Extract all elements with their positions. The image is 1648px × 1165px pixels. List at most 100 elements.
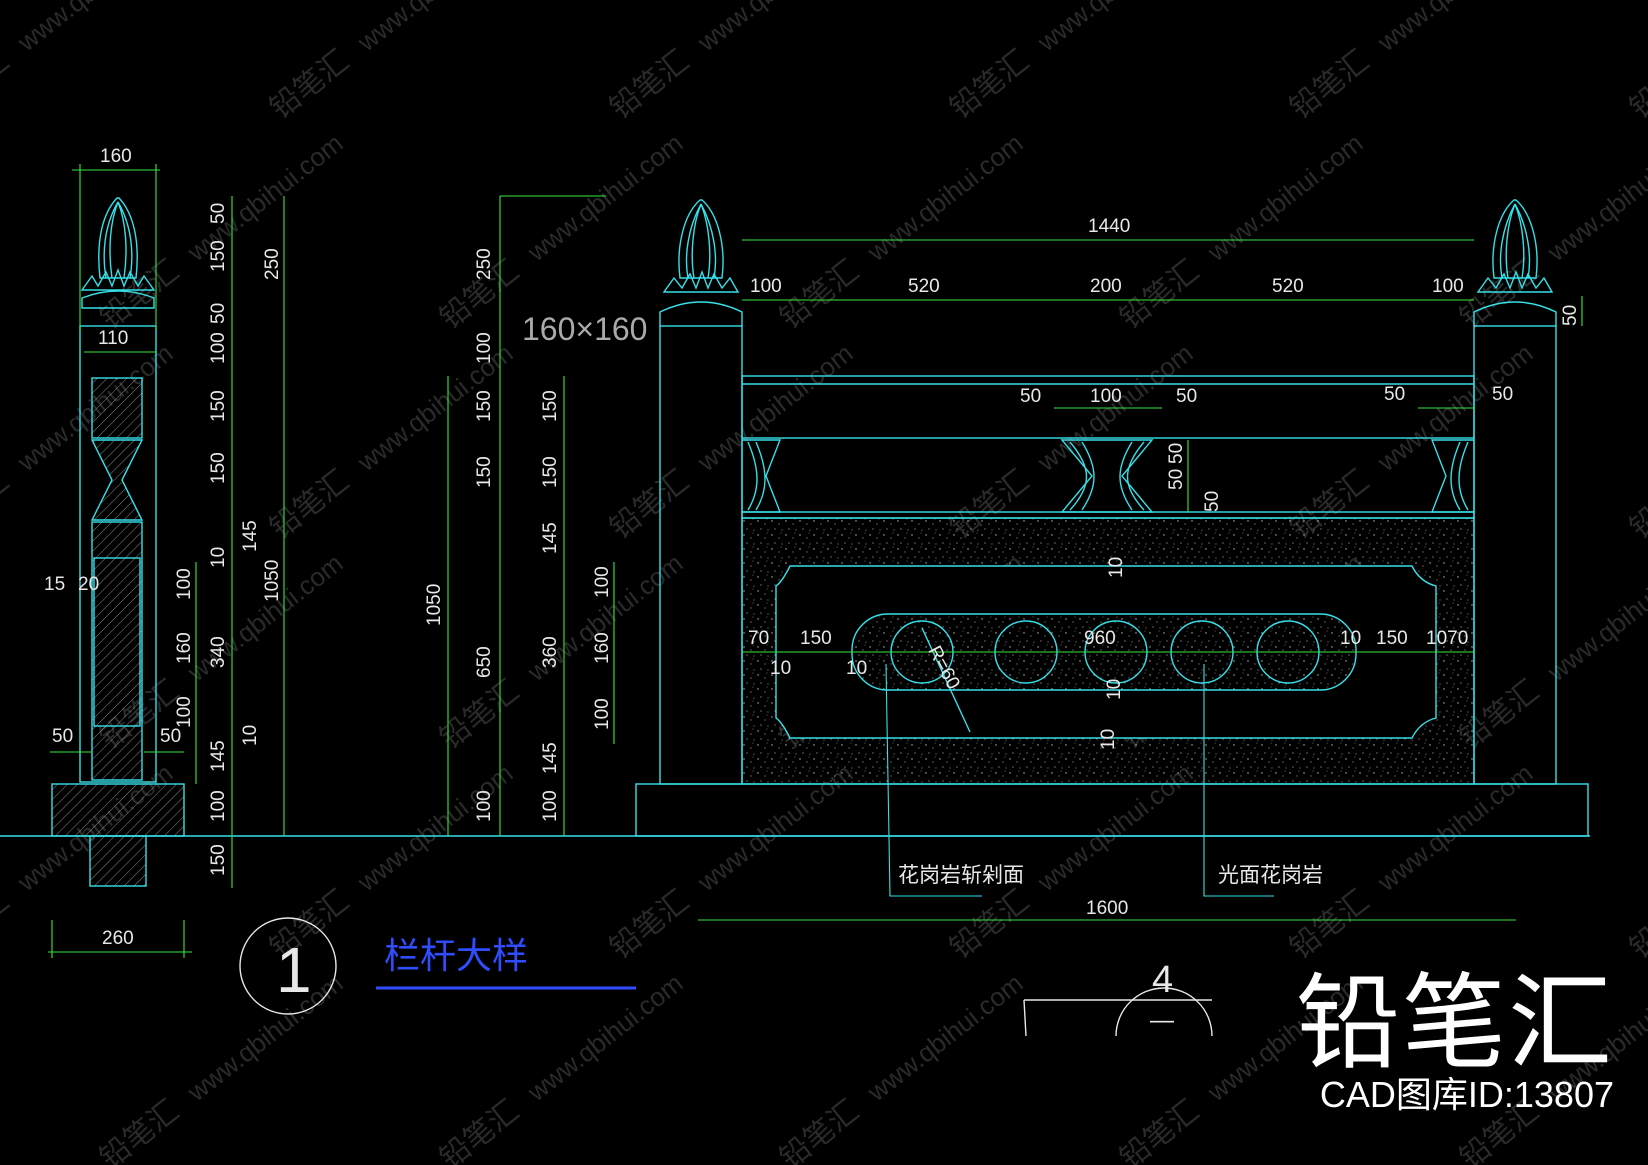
dim-sb-0: 250 bbox=[262, 248, 283, 280]
elevation-view bbox=[635, 199, 1589, 837]
watermark-brand: 铅笔汇 bbox=[0, 43, 16, 126]
dim-eb-2: 145 bbox=[540, 522, 561, 554]
watermark-url: www.qbihui.com bbox=[181, 128, 348, 268]
dim-ec-0: 100 bbox=[592, 566, 613, 598]
section-base bbox=[51, 783, 185, 837]
section-chain-b: 250 145 1050 bbox=[240, 248, 283, 602]
dim-flower-4: 50 bbox=[1492, 384, 1513, 405]
watermark-brand: 铅笔汇 bbox=[263, 43, 355, 126]
dim-sa-1: 150 bbox=[208, 240, 229, 272]
dim-flower-0: 50 bbox=[1020, 386, 1041, 407]
watermark-url: www.qbihui.com bbox=[1371, 0, 1538, 58]
dim-panel-5: 1070 bbox=[1426, 628, 1468, 649]
dim-flower-2: 50 bbox=[1176, 386, 1197, 407]
watermark-brand: 铅笔汇 bbox=[433, 673, 525, 756]
watermark-brand: 铅笔汇 bbox=[1623, 43, 1648, 126]
dim-inner-length: 1440 bbox=[1088, 216, 1130, 237]
label-polished-granite: 光面花岗岩 bbox=[1218, 863, 1323, 887]
section-footing bbox=[89, 835, 147, 887]
watermark-brand: 铅笔汇 bbox=[0, 883, 16, 966]
dim-panel-1: 150 bbox=[800, 628, 832, 649]
dim-fh-2: 50 bbox=[1202, 491, 1223, 512]
dim-section-left-b: 20 bbox=[78, 574, 99, 595]
dim-elevation-overall: 1050 bbox=[424, 584, 445, 626]
dim-si-1: 160 bbox=[174, 632, 195, 664]
dim-panel-small-0: 10 bbox=[770, 658, 791, 679]
watermark-brand: 铅笔汇 bbox=[93, 1093, 185, 1165]
label-texture-granite: 花岗岩斩剁面 bbox=[898, 863, 1024, 887]
watermark-url: www.qbihui.com bbox=[691, 0, 858, 58]
dim-sa-9: 145 bbox=[208, 740, 229, 772]
watermark-brand: 铅笔汇 bbox=[1623, 883, 1648, 966]
dim-ea-0: 250 bbox=[474, 248, 495, 280]
elevation-chain-a: 250 100 150 150 650 100 bbox=[474, 248, 495, 822]
watermark-brand: 铅笔汇 bbox=[93, 253, 185, 336]
dimension-text: 160 110 260 15 20 50 50 50 150 50 100 15… bbox=[44, 146, 1581, 949]
dim-section-shaft: 110 bbox=[98, 328, 128, 349]
watermark-brand: 铅笔汇 bbox=[433, 1093, 525, 1165]
dim-offset-0: 10 bbox=[1106, 557, 1127, 578]
dim-sa-6: 10 bbox=[208, 547, 229, 568]
watermark-url: www.qbihui.com bbox=[861, 968, 1028, 1108]
watermark-brand: 铅笔汇 bbox=[1113, 253, 1205, 336]
dim-eb-3: 360 bbox=[540, 636, 561, 668]
dim-section-foot-right: 50 bbox=[160, 726, 181, 747]
dim-ea-5: 100 bbox=[474, 790, 495, 822]
finial-right bbox=[1476, 199, 1554, 293]
dim-sa-5: 150 bbox=[208, 452, 229, 484]
dim-eb-0: 150 bbox=[540, 390, 561, 422]
section-shaft-outline bbox=[79, 325, 157, 783]
section-rail-top bbox=[91, 377, 143, 439]
mid-rail bbox=[741, 511, 1475, 519]
watermark-url: www.qbihui.com bbox=[1541, 128, 1648, 268]
dimension-lines bbox=[48, 164, 1583, 958]
watermark-url: www.qbihui.com bbox=[691, 338, 858, 478]
dim-rail-2: 200 bbox=[1090, 276, 1122, 297]
dim-ea-2: 150 bbox=[474, 390, 495, 422]
top-rail bbox=[741, 375, 1475, 439]
dim-eb-1: 150 bbox=[540, 456, 561, 488]
dim-offset-2: 10 bbox=[1098, 729, 1119, 750]
dim-panel-3: 10 bbox=[1340, 628, 1361, 649]
dim-si-2: 100 bbox=[174, 696, 195, 728]
dim-sa-11: 150 bbox=[208, 844, 229, 876]
watermark-url: www.qbihui.com bbox=[181, 968, 348, 1108]
dim-rail-3: 520 bbox=[1272, 276, 1304, 297]
dim-eb-4: 145 bbox=[540, 742, 561, 774]
finial-left bbox=[662, 199, 740, 293]
dim-section-top: 160 bbox=[100, 146, 132, 167]
watermark-url: www.qbihui.com bbox=[1541, 548, 1648, 688]
dim-total-length: 1600 bbox=[1086, 898, 1128, 919]
post-cap-left bbox=[659, 301, 743, 326]
detail-title: 栏杆大样 bbox=[384, 936, 528, 977]
watermark-brand: 铅笔汇 bbox=[603, 883, 695, 966]
watermark-brand: 铅笔汇 bbox=[1283, 883, 1375, 966]
watermark-brand: 铅笔汇 bbox=[603, 43, 695, 126]
dim-ec-1: 160 bbox=[592, 632, 613, 664]
section-inner-chain: 100 160 100 bbox=[174, 568, 195, 728]
section-panel bbox=[91, 521, 143, 781]
post-cap-right bbox=[1473, 301, 1557, 326]
dim-sa-3: 100 bbox=[208, 332, 229, 364]
dim-fh-0: 50 bbox=[1166, 443, 1187, 464]
section-callout: 4 — bbox=[1023, 959, 1213, 1037]
watermark-brand: 铅笔汇 bbox=[773, 1093, 865, 1165]
watermark-brand: 铅笔汇 bbox=[1623, 463, 1648, 546]
brand-name: 铅笔汇 bbox=[1295, 962, 1614, 1084]
dim-fh-1: 50 bbox=[1166, 469, 1187, 490]
